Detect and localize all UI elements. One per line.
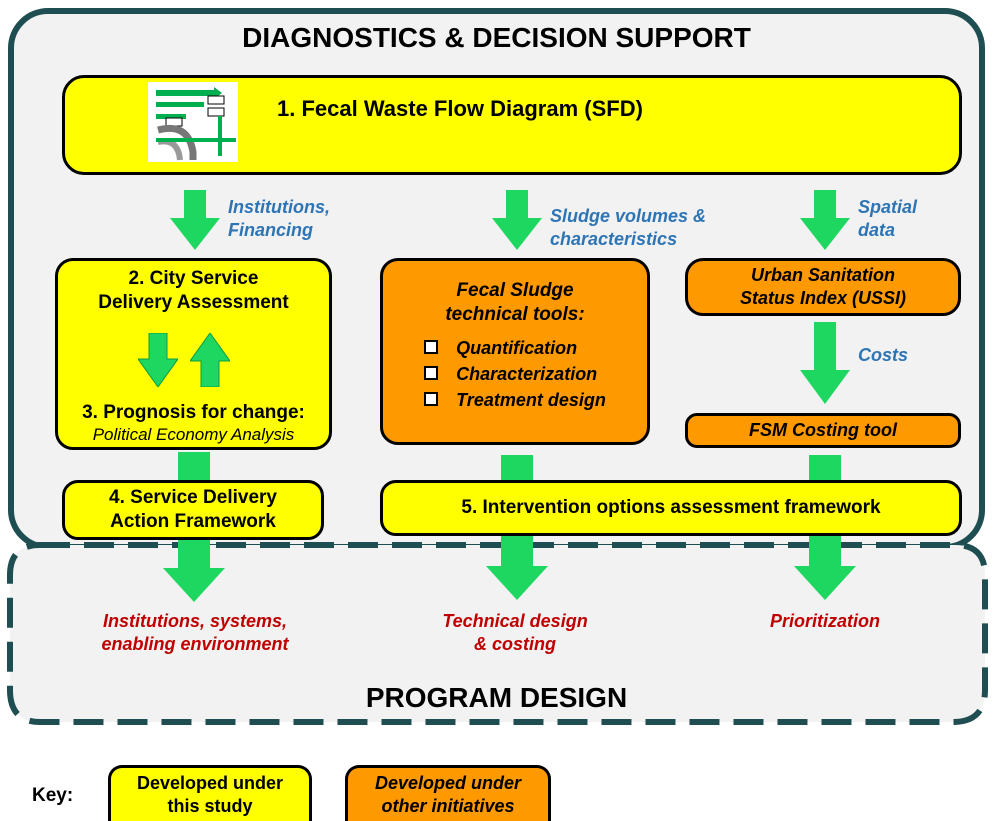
costing-box: FSM Costing tool bbox=[685, 413, 961, 448]
arrow-left-down bbox=[170, 190, 220, 250]
arrow-right-down bbox=[800, 190, 850, 250]
fs-item-quantification: Quantification bbox=[424, 335, 606, 361]
flow-label-costs: Costs bbox=[858, 345, 909, 365]
intervention-box: 5. Intervention options assessment frame… bbox=[380, 480, 962, 536]
arrow-output-left bbox=[163, 540, 225, 602]
costing-label: FSM Costing tool bbox=[749, 420, 897, 440]
intervention-label: 5. Intervention options assessment frame… bbox=[461, 497, 881, 518]
arrow-output-right bbox=[794, 536, 856, 600]
flow-label-institutions: Institutions,Financing bbox=[228, 197, 330, 240]
output-prioritization: Prioritization bbox=[769, 611, 880, 631]
output-technical-design: Technical design& costing bbox=[442, 611, 588, 654]
key-label: Key: bbox=[32, 785, 74, 806]
diagnostics-title: DIAGNOSTICS & DECISION SUPPORT bbox=[242, 22, 751, 53]
program-design-title: PROGRAM DESIGN bbox=[365, 682, 628, 713]
checkbox-icon bbox=[424, 392, 439, 407]
fs-tools-list: Quantification Characterization Treatmen… bbox=[424, 335, 606, 413]
arrow-down-small bbox=[138, 333, 178, 387]
checkbox-icon bbox=[424, 340, 439, 355]
fs-item-treatment-design: Treatment design bbox=[424, 387, 606, 413]
fs-item-characterization: Characterization bbox=[424, 361, 606, 387]
sfd-box: 1. Fecal Waste Flow Diagram (SFD) bbox=[62, 75, 962, 175]
connector-mid bbox=[501, 455, 533, 483]
arrow-costs bbox=[800, 322, 850, 404]
connector-left bbox=[178, 452, 210, 482]
connector-right bbox=[809, 455, 841, 483]
arrow-mid-down bbox=[492, 190, 542, 250]
arrow-up-small bbox=[190, 333, 230, 387]
flow-label-sludge: Sludge volumes &characteristics bbox=[550, 206, 707, 249]
prognosis-label: 3. Prognosis for change: bbox=[82, 402, 305, 423]
output-institutions: Institutions, systems,enabling environme… bbox=[101, 611, 289, 654]
sfd-label: 1. Fecal Waste Flow Diagram (SFD) bbox=[277, 96, 643, 121]
pea-label: Political Economy Analysis bbox=[92, 425, 295, 444]
checkbox-icon bbox=[424, 366, 439, 381]
arrow-output-mid bbox=[486, 536, 548, 600]
sfd-diagram-icon bbox=[148, 82, 238, 162]
